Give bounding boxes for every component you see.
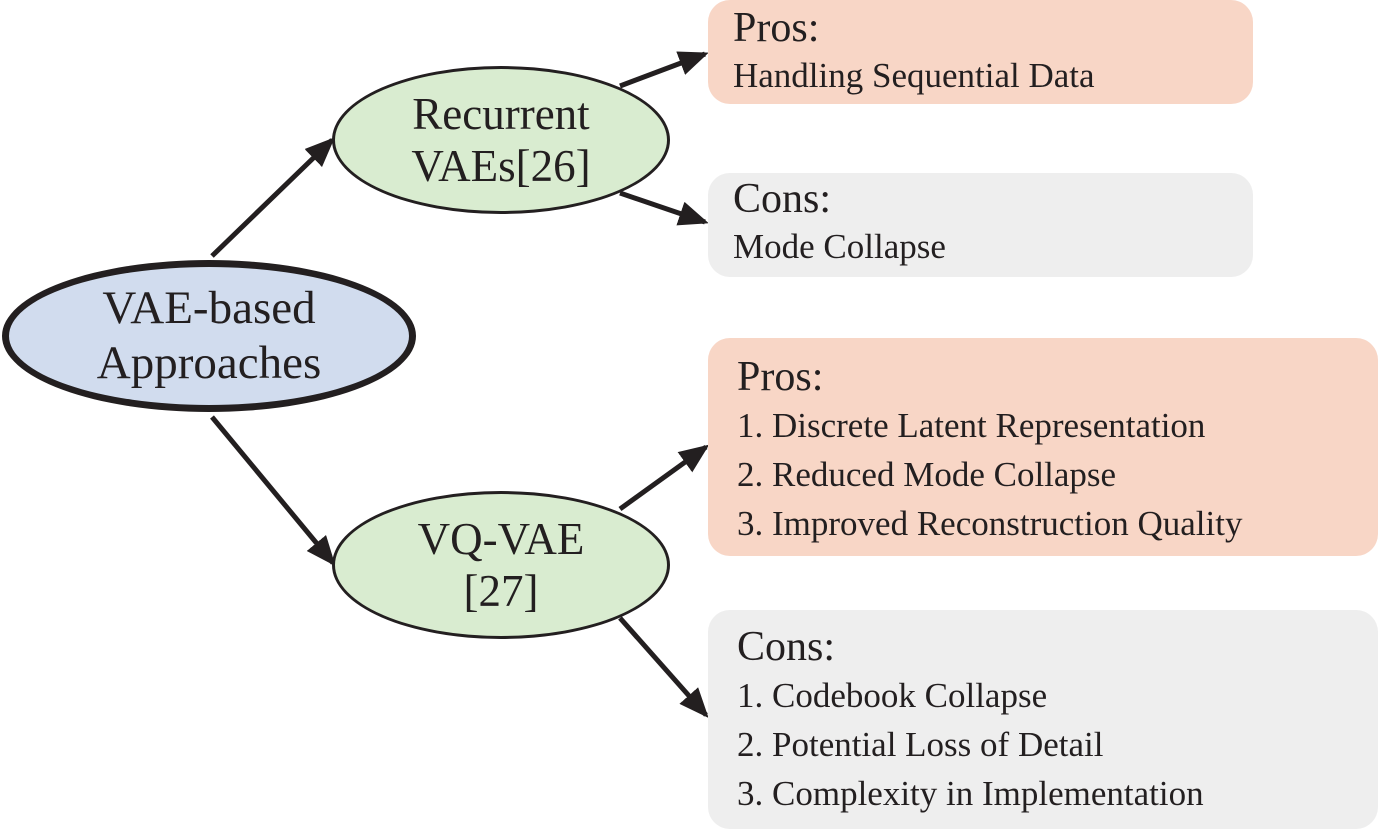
arrow-root-to-recurrent (210, 137, 335, 258)
arrow-recurrent-to-pros (619, 51, 709, 89)
method-node-label-line2: VAEs[26] (411, 141, 591, 191)
cons-item: 1. Codebook Collapse (737, 676, 1048, 715)
cons-header: Cons: (733, 176, 832, 222)
recurrent-vaes-pros-box: Pros: Handling Sequential Data (708, 0, 1253, 104)
cons-item: Mode Collapse (733, 227, 946, 266)
method-node-label-line2: [27] (463, 566, 539, 616)
cons-item: 3. Complexity in Implementation (737, 774, 1204, 813)
cons-item: 2. Potential Loss of Detail (737, 725, 1104, 764)
method-node-vq-vae: VQ-VAE [27] (332, 491, 670, 639)
vq-vae-pros-box: Pros: 1. Discrete Latent Representation … (708, 338, 1378, 556)
cons-header: Cons: (737, 624, 836, 670)
pros-item: 1. Discrete Latent Representation (737, 406, 1206, 445)
pros-item: Handling Sequential Data (733, 56, 1095, 95)
arrow-recurrent-to-cons (619, 190, 709, 226)
method-node-label-line1: Recurrent (412, 88, 590, 139)
pros-item: 2. Reduced Mode Collapse (737, 455, 1117, 494)
vq-vae-cons-box: Cons: 1. Codebook Collapse 2. Potential … (708, 610, 1378, 829)
pros-header: Pros: (733, 5, 820, 51)
arrow-vqvae-to-cons (618, 616, 709, 718)
root-node-vae-based-approaches: VAE-based Approaches (2, 260, 416, 412)
pros-header: Pros: (737, 354, 824, 400)
recurrent-vaes-cons-box: Cons: Mode Collapse (708, 173, 1253, 277)
arrow-root-to-vqvae (210, 415, 336, 567)
method-node-recurrent-vaes: Recurrent VAEs[26] (332, 66, 670, 214)
root-node-label-line2: Approaches (96, 337, 322, 389)
pros-item: 3. Improved Reconstruction Quality (737, 504, 1243, 543)
method-node-label-line1: VQ-VAE (417, 513, 585, 564)
root-node-label-line1: VAE-based (102, 282, 316, 335)
arrow-vqvae-to-pros (618, 444, 710, 512)
